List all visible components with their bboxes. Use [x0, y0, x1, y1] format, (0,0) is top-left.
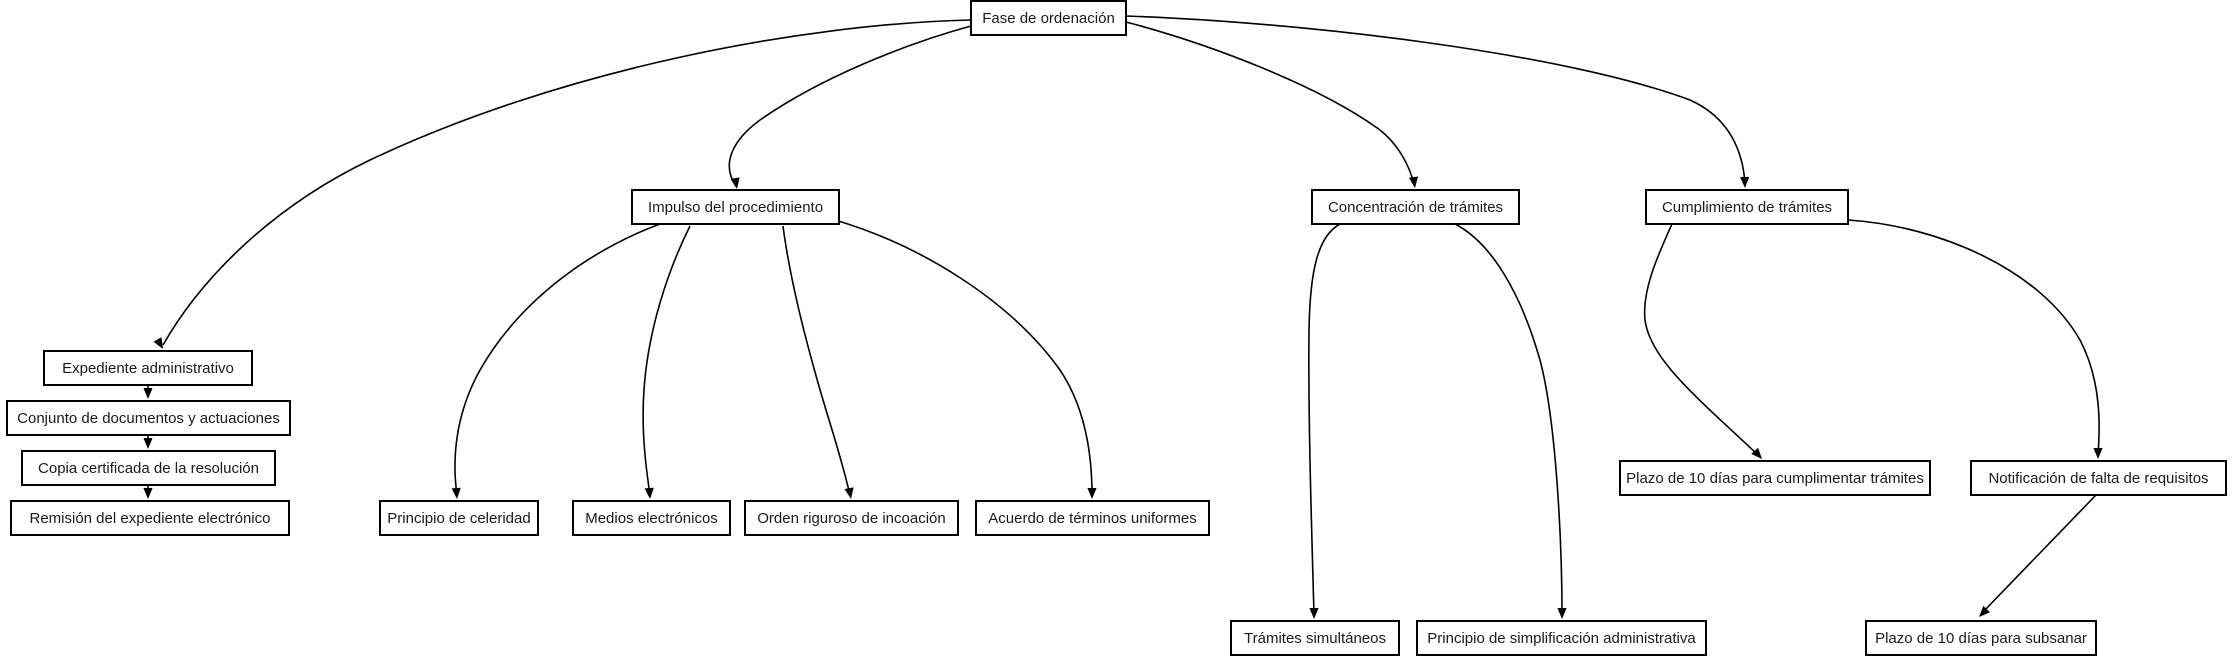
edge-connector: [642, 225, 691, 496]
node-box[interactable]: [10, 500, 290, 536]
node-cumplimiento[interactable]: Cumplimiento de trámites: [1645, 189, 1849, 225]
edge-connector: [782, 225, 851, 496]
arrow-head-icon: [153, 337, 163, 349]
node-box[interactable]: [1416, 620, 1707, 656]
edge-connector: [1643, 223, 1759, 456]
node-plazo10[interactable]: Plazo de 10 días para cumplimentar trámi…: [1619, 460, 1931, 496]
node-box[interactable]: [744, 500, 959, 536]
node-simplificacion[interactable]: Principio de simplificación administrati…: [1416, 620, 1707, 656]
edge-connector: [454, 223, 661, 496]
node-subsanar[interactable]: Plazo de 10 días para subsanar: [1865, 620, 2097, 656]
edge-connector: [1125, 15, 1746, 185]
node-concentracion[interactable]: Concentración de trámites: [1311, 189, 1520, 225]
node-celeridad[interactable]: Principio de celeridad: [379, 500, 539, 536]
arrow-head-icon: [1751, 447, 1762, 459]
node-box[interactable]: [1645, 189, 1849, 225]
node-impulso[interactable]: Impulso del procedimiento: [631, 189, 840, 225]
node-box[interactable]: [975, 500, 1210, 536]
node-root[interactable]: Fase de ordenación: [970, 0, 1127, 36]
node-expediente[interactable]: Expediente administrativo: [43, 350, 253, 386]
node-box[interactable]: [1619, 460, 1931, 496]
arrow-head-icon: [2093, 448, 2103, 459]
node-box[interactable]: [1230, 620, 1400, 656]
node-medios[interactable]: Medios electrónicos: [572, 500, 731, 536]
arrow-head-icon: [143, 438, 153, 449]
arrow-head-icon: [1979, 605, 1990, 617]
node-box[interactable]: [572, 500, 731, 536]
node-box[interactable]: [970, 0, 1127, 36]
node-box[interactable]: [1311, 189, 1520, 225]
node-box[interactable]: [631, 189, 840, 225]
arrow-head-icon: [1557, 608, 1567, 619]
edge-connector: [834, 219, 1093, 496]
edge-connector: [1308, 223, 1341, 616]
arrow-head-icon: [451, 487, 461, 499]
arrow-heads-layer: [143, 176, 2103, 619]
node-conjunto[interactable]: Conjunto de documentos y actuaciones: [6, 400, 291, 436]
edge-connector: [1847, 219, 2100, 456]
node-orden[interactable]: Orden riguroso de incoación: [744, 500, 959, 536]
edges-layer: [147, 15, 2100, 616]
arrow-head-icon: [730, 177, 740, 189]
arrow-head-icon: [143, 488, 153, 499]
node-acuerdo[interactable]: Acuerdo de términos uniformes: [975, 500, 1210, 536]
edge-connector: [1125, 21, 1415, 185]
edge-connector: [1454, 223, 1563, 616]
arrow-head-icon: [1087, 488, 1097, 499]
node-box[interactable]: [379, 500, 539, 536]
node-box[interactable]: [21, 450, 276, 486]
node-box[interactable]: [1865, 620, 2097, 656]
edge-connector: [728, 25, 972, 187]
arrow-head-icon: [1408, 176, 1419, 188]
arrow-head-icon: [143, 388, 153, 399]
node-copia[interactable]: Copia certificada de la resolución: [21, 450, 276, 486]
node-notificacion[interactable]: Notificación de falta de requisitos: [1970, 460, 2227, 496]
arrow-head-icon: [844, 487, 854, 499]
node-simultaneos[interactable]: Trámites simultáneos: [1230, 620, 1400, 656]
arrow-head-icon: [1309, 608, 1319, 619]
node-box[interactable]: [1970, 460, 2227, 496]
edge-connector: [1981, 494, 2097, 614]
node-box[interactable]: [43, 350, 253, 386]
edge-connector: [162, 19, 972, 346]
node-remision[interactable]: Remisión del expediente electrónico: [10, 500, 290, 536]
arrow-head-icon: [644, 487, 654, 499]
node-box[interactable]: [6, 400, 291, 436]
arrow-head-icon: [1740, 176, 1750, 188]
